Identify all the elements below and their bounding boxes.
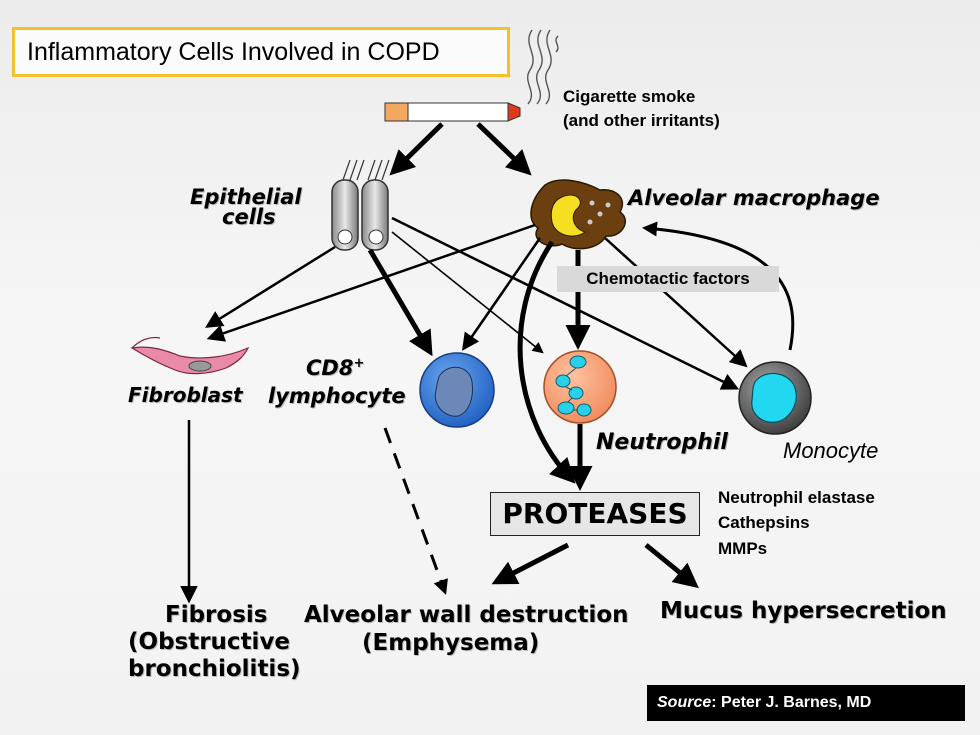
emphysema-label: (Emphysema) [362, 630, 540, 656]
smoke-sublabel: (and other irritants) [563, 111, 720, 130]
macrophage-label: Alveolar macrophage [628, 186, 880, 210]
cd8-sup: + [353, 356, 365, 371]
source-text: : Peter J. Barnes, MD [711, 694, 872, 711]
arrow-macrophage-lymphocyte [462, 237, 542, 351]
neutrophil-label: Neutrophil [596, 430, 728, 455]
fibroblast-label: Fibroblast [128, 383, 243, 407]
arrow-epithelial-lymphocyte [367, 248, 433, 357]
source-badge: Source: Peter J. Barnes, MD [647, 685, 965, 721]
smoke-label: Cigarette smoke [563, 87, 696, 106]
fibroblast-icon [130, 336, 250, 375]
epithelial-sublabel: cells [222, 205, 276, 229]
arrow-epithelial-monocyte [391, 216, 740, 390]
protease-item-elastase: Neutrophil elastase [718, 488, 875, 507]
neutrophil-icon [543, 350, 617, 424]
arrow-macrophage-proteases [517, 240, 576, 484]
arrow-epithelial-neutrophil [391, 231, 544, 354]
cd8-label: CD8+ [306, 356, 364, 380]
macrophage-icon [530, 179, 626, 250]
cd8-text: CD8 [306, 356, 354, 380]
protease-item-mmps: MMPs [718, 539, 768, 558]
mucus-label: Mucus hypersecretion [660, 598, 947, 624]
fibrosis-sublabel-1: (Obstructive [128, 629, 291, 655]
title-box: Inflammatory Cells Involved in COPD [12, 27, 510, 77]
source-prefix: Source [657, 694, 712, 711]
protease-item-cathepsins: Cathepsins [718, 513, 810, 532]
arrow-macrophage-monocyte [604, 237, 748, 368]
epithelial-cells-icon [331, 159, 390, 251]
arrow-smoke-macrophage [476, 122, 532, 176]
cigarette-icon [384, 102, 521, 122]
arrow-proteases-alveolar [491, 542, 570, 585]
alveolar-destruction-label: Alveolar wall destruction [304, 602, 629, 628]
epithelial-label: Epithelial [190, 185, 302, 209]
fibrosis-sublabel-2: bronchiolitis) [128, 656, 301, 682]
arrow-macrophage-fibroblast [206, 223, 536, 342]
fibrosis-label: Fibrosis [165, 602, 268, 628]
lymphocyte-icon [419, 352, 495, 428]
proteases-box: PROTEASES [490, 492, 700, 536]
chemotactic-label: Chemotactic factors [557, 266, 779, 292]
monocyte-icon [738, 361, 812, 435]
page-title: Inflammatory Cells Involved in COPD [27, 38, 440, 66]
monocyte-label: Monocyte [783, 438, 879, 463]
smoke-icon [527, 29, 559, 105]
arrow-smoke-epithelial [389, 122, 444, 176]
arrow-epithelial-fibroblast [205, 245, 336, 328]
arrow-proteases-mucus [644, 543, 699, 589]
lymphocyte-label: lymphocyte [268, 384, 406, 408]
arrow-lymphocyte-alveolar [383, 427, 448, 595]
